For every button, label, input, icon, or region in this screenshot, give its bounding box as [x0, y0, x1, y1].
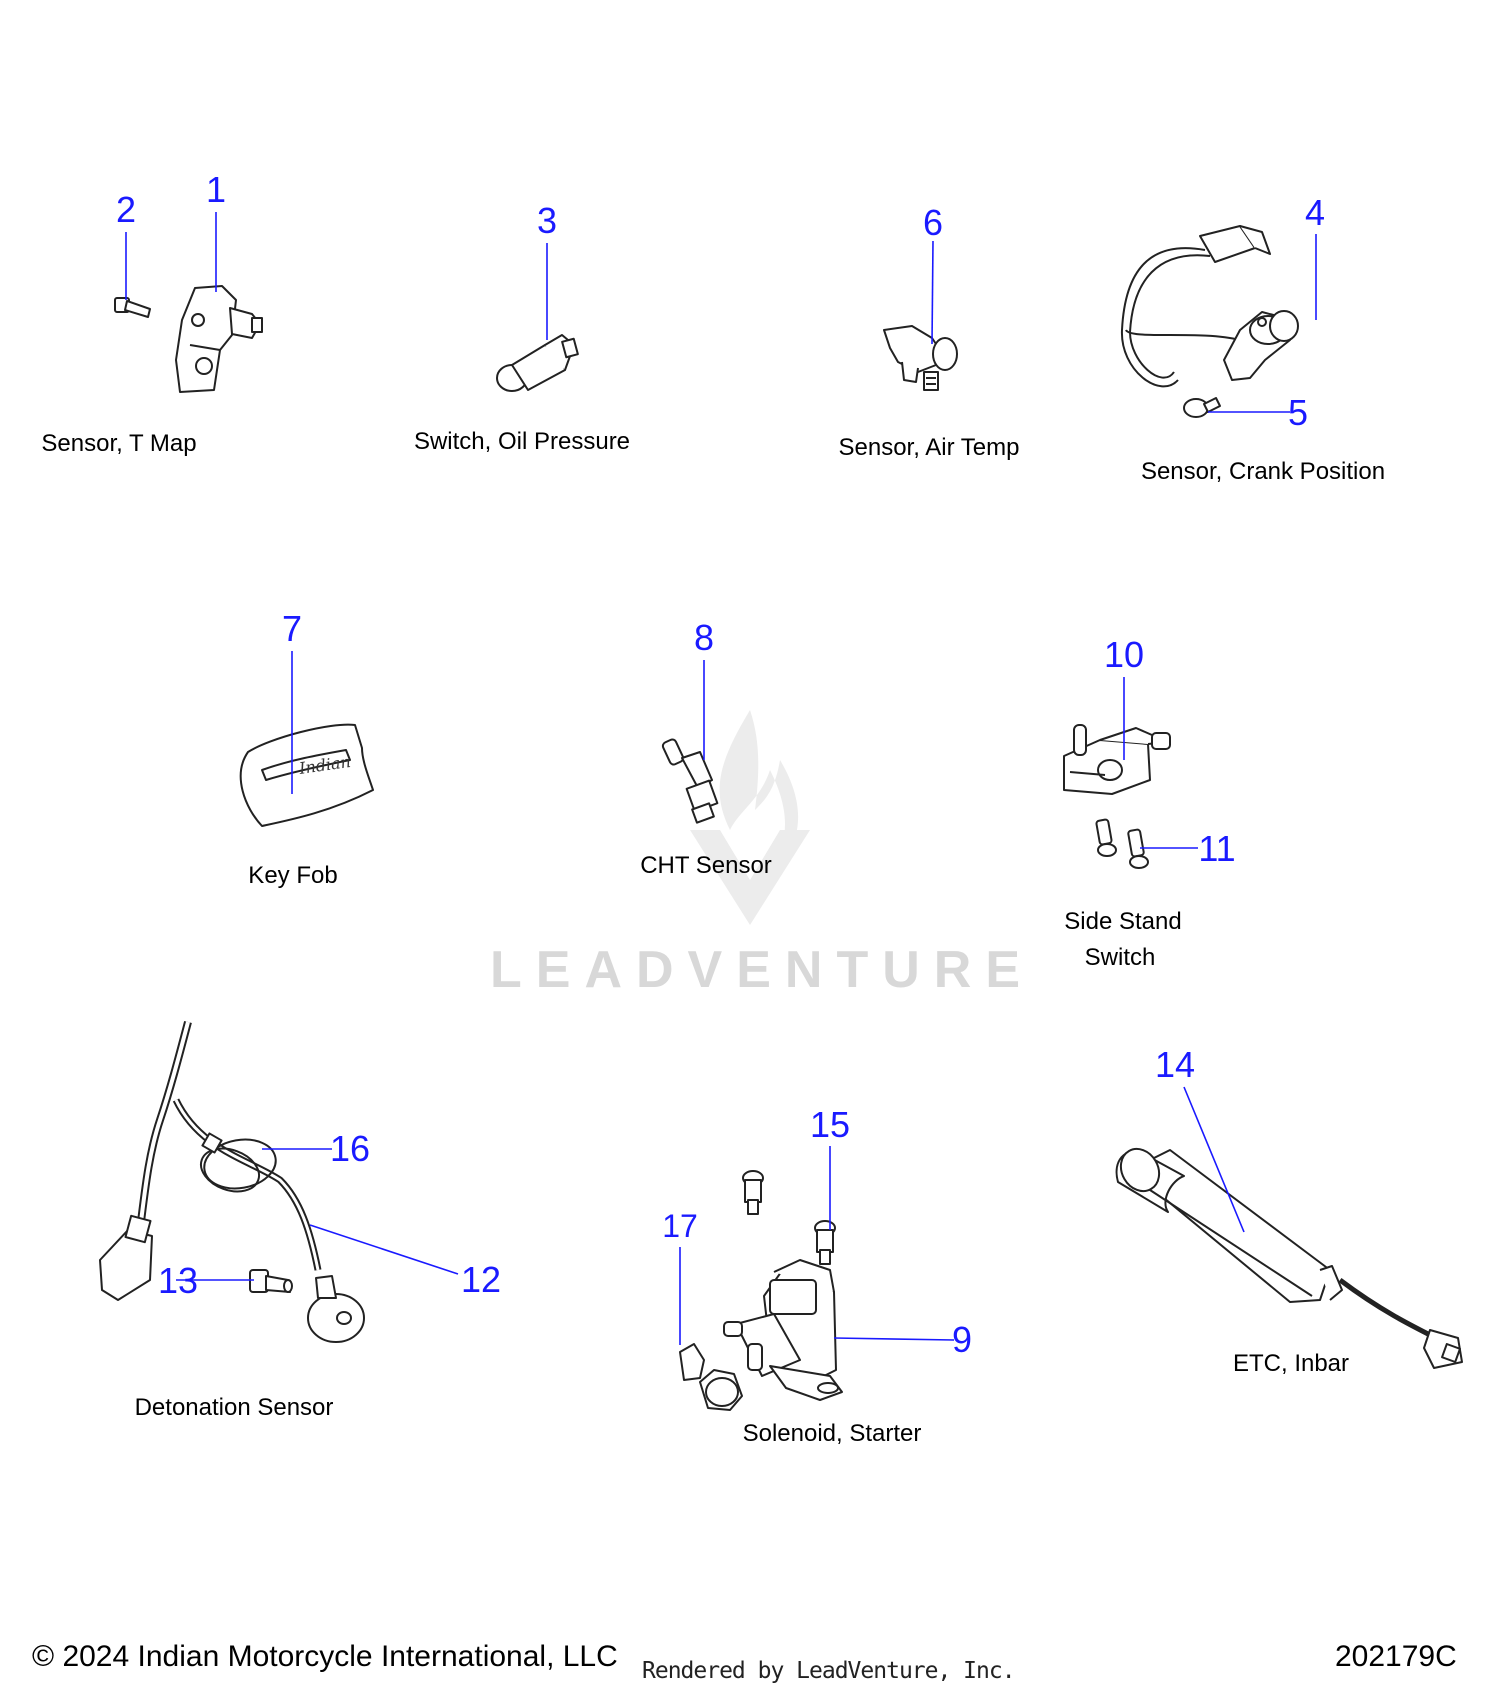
part-1-t-map-sensor: [175, 285, 263, 393]
part-14-etc-inbar: [1115, 1147, 1463, 1369]
callout-14[interactable]: 14: [1154, 1044, 1196, 1085]
callout-11[interactable]: 11: [1198, 828, 1236, 869]
callout-5[interactable]: 5: [1287, 392, 1309, 433]
part-15-screws: [742, 1170, 836, 1265]
diagram-id: 202179C: [1335, 1640, 1457, 1673]
callout-7[interactable]: 7: [281, 608, 303, 649]
watermark-logo: [690, 710, 810, 925]
part-3-oil-pressure-switch: [496, 334, 579, 392]
callout-2[interactable]: 2: [115, 189, 137, 230]
part-2-screw: [114, 297, 151, 318]
watermark-text: LEADVENTURE: [490, 941, 1035, 999]
part-17-boots: [679, 1343, 743, 1411]
part-11-screws: [1095, 818, 1149, 869]
caption-solenoid-starter: Solenoid, Starter: [742, 1420, 922, 1447]
part-9-starter-solenoid: [723, 1259, 843, 1401]
part-8-cht-sensor: [661, 738, 719, 824]
caption-detonation-sensor: Detonation Sensor: [134, 1394, 334, 1421]
part-16-cable-tie: [199, 1132, 277, 1193]
callout-10[interactable]: 10: [1103, 634, 1145, 675]
caption-air-temp: Sensor, Air Temp: [838, 434, 1020, 461]
callout-1[interactable]: 1: [205, 169, 227, 210]
caption-cht-sensor: CHT Sensor: [640, 852, 772, 879]
callout-12[interactable]: 12: [460, 1259, 502, 1300]
callout-8[interactable]: 8: [693, 617, 715, 658]
part-4-crank-position-sensor: [1120, 225, 1299, 388]
caption-oil-pressure: Switch, Oil Pressure: [413, 428, 631, 455]
caption-side-stand-2: Switch: [1084, 944, 1156, 971]
callout-6[interactable]: 6: [922, 202, 944, 243]
callout-4[interactable]: 4: [1304, 192, 1326, 233]
caption-crank-position: Sensor, Crank Position: [1140, 458, 1386, 485]
callout-9[interactable]: 9: [951, 1319, 973, 1360]
callout-13[interactable]: 13: [157, 1260, 199, 1301]
callout-17[interactable]: 17: [662, 1208, 698, 1244]
part-7-key-fob: Indian: [239, 723, 374, 827]
part-12-detonation-sensor: [99, 1020, 365, 1343]
part-5-screw: [1183, 397, 1221, 418]
part-13-bolt: [249, 1269, 293, 1293]
caption-key-fob: Key Fob: [248, 862, 338, 889]
rendered-by-text: Rendered by LeadVenture, Inc.: [642, 1658, 1016, 1684]
caption-etc-inbar: ETC, Inbar: [1232, 1350, 1350, 1377]
callout-3[interactable]: 3: [536, 200, 558, 241]
copyright-text: © 2024 Indian Motorcycle International, …: [32, 1640, 618, 1673]
caption-t-map: Sensor, T Map: [41, 430, 197, 457]
callout-16[interactable]: 16: [329, 1128, 371, 1169]
callout-15[interactable]: 15: [809, 1104, 851, 1145]
part-10-side-stand-switch: [1063, 724, 1171, 795]
part-6-air-temp-sensor: [883, 325, 958, 391]
caption-side-stand-1: Side Stand: [1064, 908, 1182, 935]
leader-lines: [125, 212, 1317, 1345]
